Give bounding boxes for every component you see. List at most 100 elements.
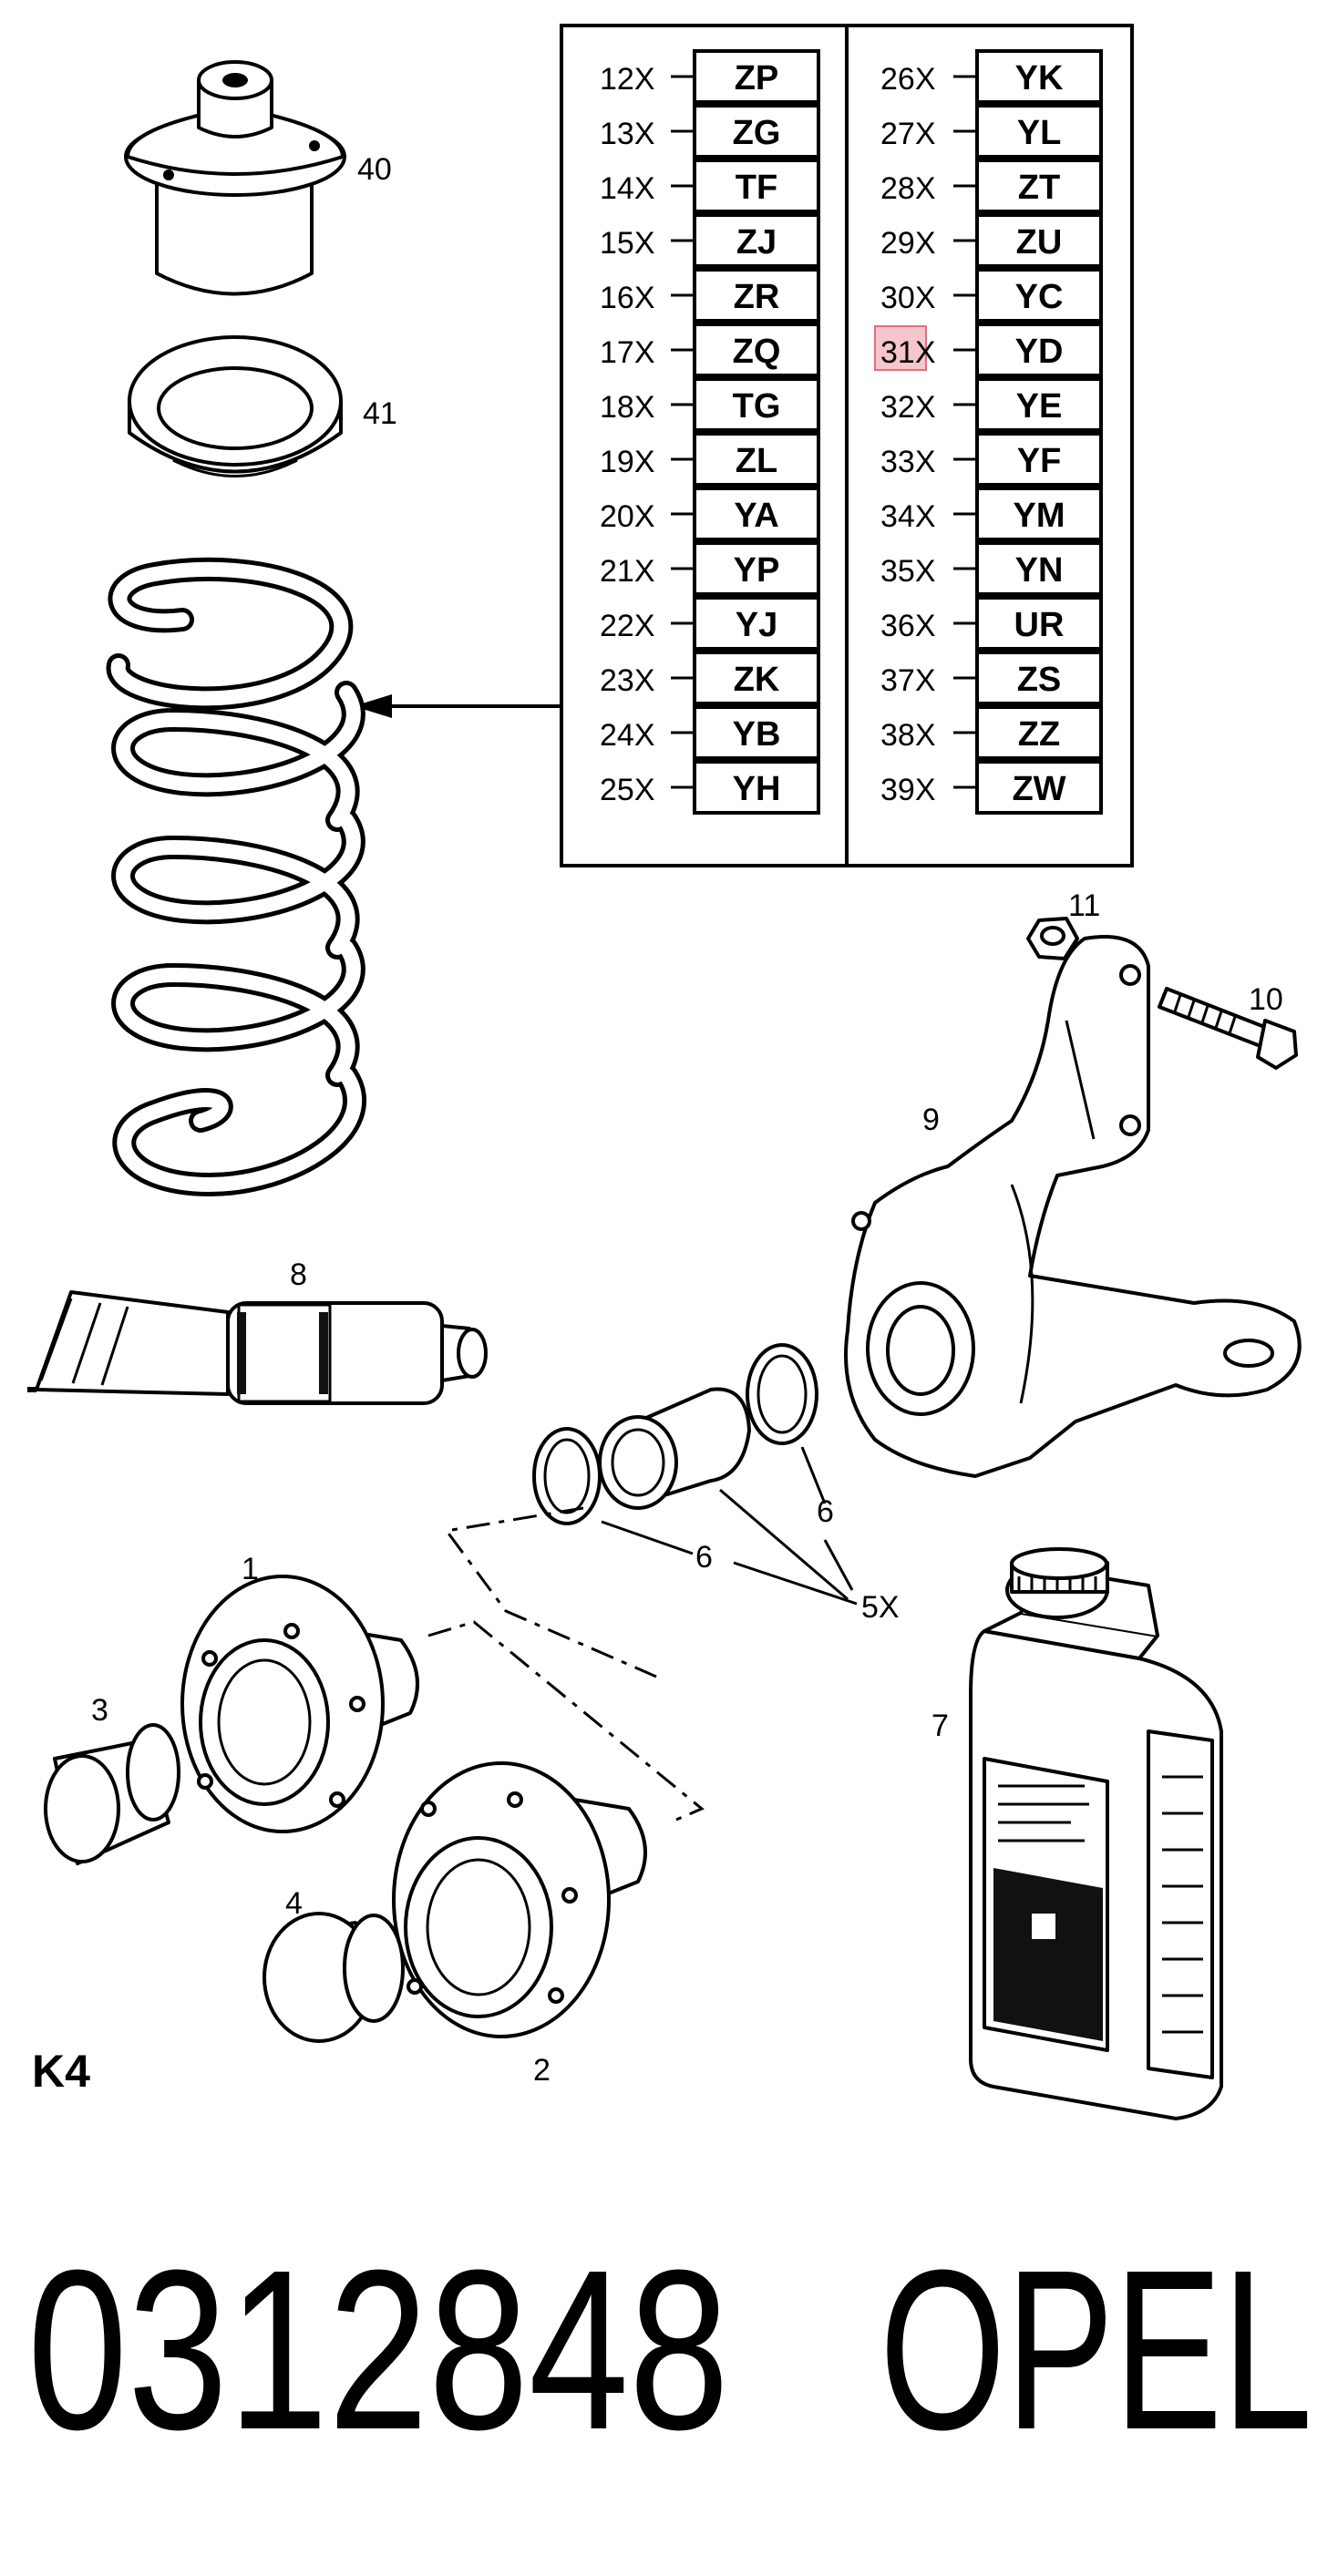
code-label: UR xyxy=(1014,606,1065,644)
code-label: ZJ xyxy=(736,223,777,262)
code-row: 12X ZP xyxy=(600,49,820,104)
quantity-label: 25X xyxy=(600,773,655,807)
code-label: YN xyxy=(1015,551,1064,590)
code-label: YA xyxy=(734,497,778,535)
hub-cap-4-drawing xyxy=(262,1912,405,2043)
quantity-label: 21X xyxy=(600,554,655,589)
callout-8: 8 xyxy=(290,1257,307,1292)
quantity-label: 20X xyxy=(600,499,655,534)
code-label: ZK xyxy=(734,661,780,699)
code-box xyxy=(975,323,1103,377)
code-row: 33X YF xyxy=(880,432,1103,487)
code-box xyxy=(975,596,1103,651)
quantity-label: 37X xyxy=(880,663,936,698)
code-label: ZT xyxy=(1018,169,1060,207)
code-label: YL xyxy=(1017,114,1062,152)
code-label: YF xyxy=(1017,442,1062,480)
code-box xyxy=(975,49,1103,104)
grease-tube-drawing xyxy=(27,1290,488,1405)
quantity-label: 22X xyxy=(600,609,655,643)
code-row: 18X TG xyxy=(600,377,820,432)
quantity-label: 28X xyxy=(880,171,936,206)
code-label: ZP xyxy=(735,59,779,97)
code-label: ZQ xyxy=(733,333,781,371)
code-box xyxy=(975,705,1103,760)
code-row: 28X ZT xyxy=(880,159,1103,213)
code-box xyxy=(693,651,820,705)
quantity-label: 12X xyxy=(600,62,655,97)
code-box xyxy=(975,377,1103,432)
callout-41: 41 xyxy=(363,396,397,431)
code-label: YE xyxy=(1016,387,1063,426)
brand-name: OPEL xyxy=(880,2222,1312,2477)
code-box xyxy=(975,651,1103,705)
code-box xyxy=(975,268,1103,323)
callout-4: 4 xyxy=(285,1886,303,1921)
code-label: YJ xyxy=(736,606,777,644)
callout-10: 10 xyxy=(1249,982,1283,1017)
code-label: YH xyxy=(733,770,781,808)
code-box xyxy=(693,760,820,815)
quantity-label: 36X xyxy=(880,609,936,643)
code-row: 25X YH xyxy=(600,760,820,815)
code-row: 20X YA xyxy=(600,487,820,541)
strut-mount-drawing xyxy=(124,60,346,296)
hub-cap-3-drawing xyxy=(44,1723,180,1865)
code-label: ZS xyxy=(1017,661,1062,699)
oil-bottle-drawing xyxy=(969,1547,1223,2120)
quantity-label: 15X xyxy=(600,226,655,261)
code-box xyxy=(975,213,1103,268)
code-row: 39X ZW xyxy=(880,760,1103,815)
code-box xyxy=(693,323,820,377)
quantity-label: 24X xyxy=(600,718,655,753)
code-row: 36X UR xyxy=(880,596,1103,651)
code-label: ZL xyxy=(736,442,777,480)
section-label: K4 xyxy=(32,2046,90,2097)
callout-5x: 5X xyxy=(861,1590,900,1625)
quantity-label: 18X xyxy=(600,390,655,425)
code-label: ZG xyxy=(733,114,781,152)
code-box xyxy=(693,432,820,487)
code-box xyxy=(693,541,820,596)
quantity-label: 26X xyxy=(880,62,936,97)
quantity-label: 39X xyxy=(880,773,936,807)
code-label: YM xyxy=(1014,497,1065,535)
code-label: YC xyxy=(1015,278,1064,316)
code-label: TF xyxy=(736,169,777,207)
spring-seat-drawing xyxy=(128,335,343,477)
callout-6-upper: 6 xyxy=(817,1494,834,1529)
code-label: YP xyxy=(734,551,780,590)
code-label: TG xyxy=(733,387,781,426)
code-row: 21X YP xyxy=(600,541,820,596)
code-label: ZW xyxy=(1012,770,1065,808)
code-box xyxy=(693,213,820,268)
hub-leader-lines xyxy=(427,1620,705,1824)
code-label: YB xyxy=(733,715,781,754)
coil-spring-drawing xyxy=(106,557,366,1197)
quantity-label: 38X xyxy=(880,718,936,753)
code-box xyxy=(975,432,1103,487)
code-row: 37X ZS xyxy=(880,651,1103,705)
quantity-label: 33X xyxy=(880,445,936,479)
code-box xyxy=(693,268,820,323)
callout-7: 7 xyxy=(931,1709,949,1743)
quantity-label: 27X xyxy=(880,117,936,151)
bolt-drawing xyxy=(1158,987,1298,1070)
code-box xyxy=(975,541,1103,596)
quantity-label: 32X xyxy=(880,390,936,425)
code-box xyxy=(975,159,1103,213)
